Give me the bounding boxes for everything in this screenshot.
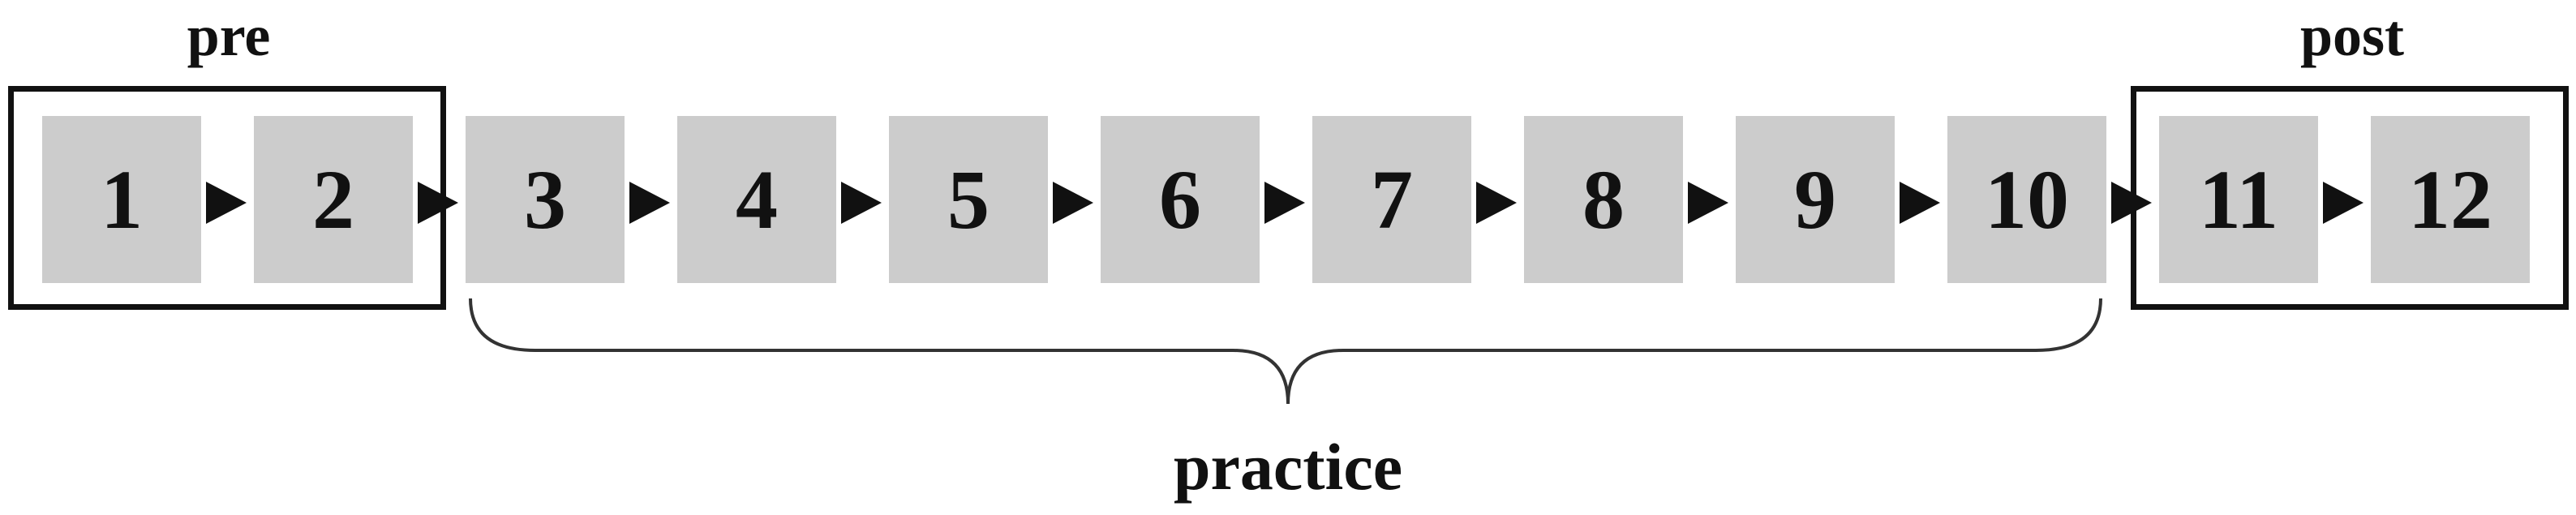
step-box-4: 4: [677, 116, 836, 283]
arrow-icon: [629, 182, 670, 224]
arrow-icon: [1053, 182, 1093, 224]
step-box-9: 9: [1736, 116, 1895, 283]
step-box-5: 5: [889, 116, 1048, 283]
arrow-icon: [1264, 182, 1305, 224]
step-box-1: 1: [42, 116, 201, 283]
step-box-10: 10: [1947, 116, 2106, 283]
arrow-icon: [1900, 182, 1940, 224]
arrow-icon: [841, 182, 882, 224]
arrow-icon: [1688, 182, 1728, 224]
step-box-6: 6: [1101, 116, 1260, 283]
step-box-7: 7: [1312, 116, 1471, 283]
practice-label: practice: [1173, 430, 1403, 504]
step-box-2: 2: [254, 116, 413, 283]
step-box-3: 3: [466, 116, 625, 283]
pre-label: pre: [187, 3, 271, 68]
arrow-icon: [206, 182, 247, 224]
arrow-icon: [2323, 182, 2363, 224]
post-label: post: [2299, 3, 2405, 68]
step-box-8: 8: [1524, 116, 1683, 283]
arrow-icon: [2111, 182, 2152, 224]
arrow-icon: [418, 182, 458, 224]
arrow-icon: [1476, 182, 1517, 224]
step-box-12: 12: [2371, 116, 2530, 283]
step-box-11: 11: [2159, 116, 2318, 283]
